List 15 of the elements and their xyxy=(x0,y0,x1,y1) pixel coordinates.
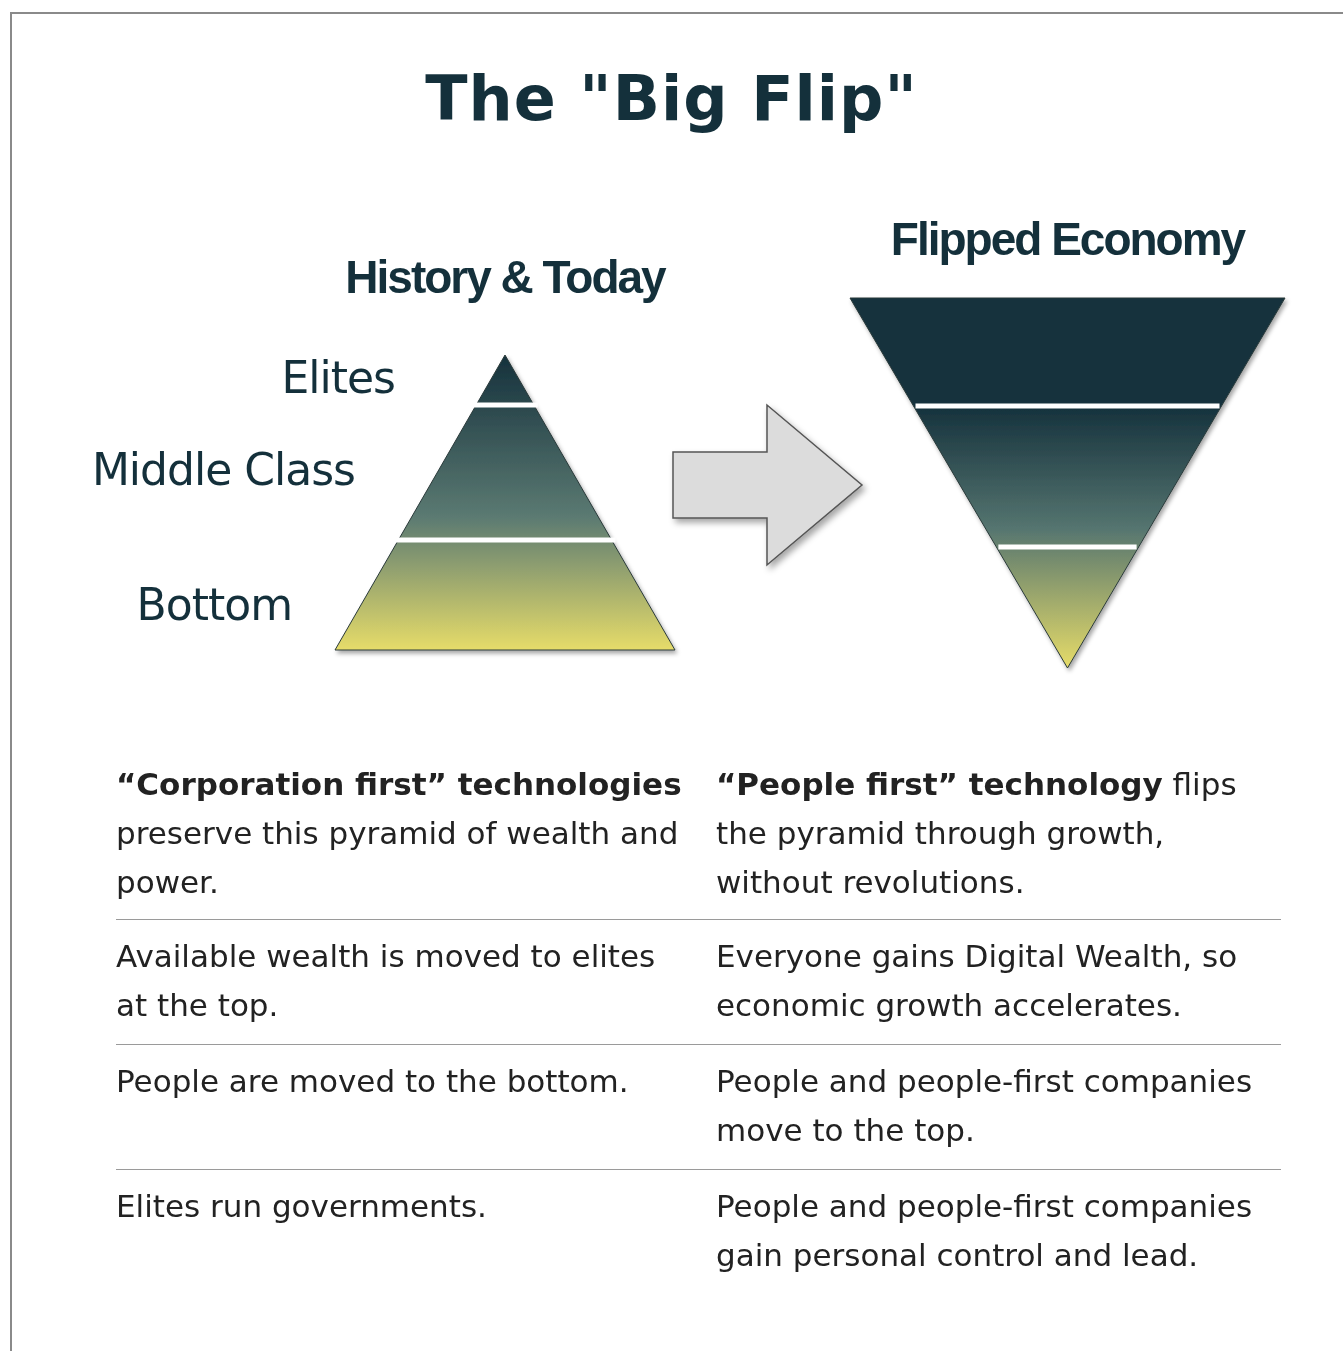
table-text: People and people-first companies move to the top. xyxy=(716,1062,1254,1150)
table-text: Elites run governments. xyxy=(116,1187,488,1226)
layer-label: Middle Class xyxy=(91,444,355,495)
title: The "Big Flip" xyxy=(424,62,919,135)
table-text: People are moved to the bottom. xyxy=(116,1062,630,1101)
block-arrow xyxy=(672,403,864,567)
table-text: Everyone gains Digital Wealth, so economic growth accelerates. xyxy=(716,937,1239,1025)
table-text: “People first” technology flips the pyramid through growth, without revolutions. xyxy=(716,765,1238,902)
table-text: Available wealth is moved to elites at the top. xyxy=(116,937,657,1025)
layer-label: Bottom xyxy=(136,579,292,630)
table-text: “Corporation first” technologies preserve this pyramid of wealth and power. xyxy=(116,765,683,902)
layer-label: Elites xyxy=(281,352,395,403)
table-text: People and people-first companies gain personal control and lead. xyxy=(716,1187,1254,1275)
pyramid-heading: Flipped Economy xyxy=(889,212,1246,266)
pyramid-heading: History & Today xyxy=(344,250,667,304)
